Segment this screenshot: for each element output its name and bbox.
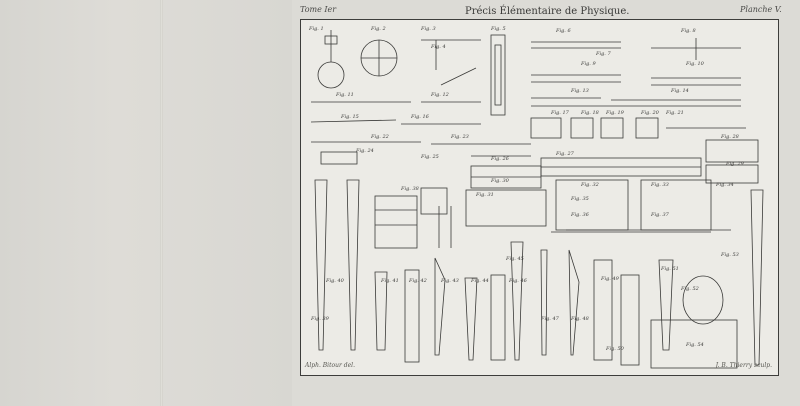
figure-label: Fig. 5 xyxy=(490,26,506,32)
figure-label: Fig. 42 xyxy=(408,278,427,284)
figure-label: Fig. 7 xyxy=(595,51,611,57)
figure-label: Fig. 33 xyxy=(650,182,669,188)
figure-label: Fig. 44 xyxy=(470,278,489,284)
plate-number: Planche V. xyxy=(740,5,782,14)
figure-label: Fig. 17 xyxy=(550,110,570,116)
drawer-credit: Alph. Bitour del. xyxy=(305,362,355,369)
figure-label: Fig. 51 xyxy=(660,266,679,272)
figure-label: Fig. 6 xyxy=(555,28,571,34)
figure-label: Fig. 11 xyxy=(335,92,354,98)
figure-label: Fig. 54 xyxy=(685,342,704,348)
figure-label: Fig. 40 xyxy=(325,278,345,284)
figure-label: Fig. 41 xyxy=(380,278,399,284)
figure-label: Fig. 15 xyxy=(340,114,359,120)
figure-label: Fig. 46 xyxy=(508,278,528,284)
figure-label: Fig. 21 xyxy=(665,110,684,116)
figure-label: Fig. 48 xyxy=(570,316,589,322)
tube-a xyxy=(314,179,328,351)
figure-label: Fig. 38 xyxy=(400,186,419,192)
figure-label: Fig. 4 xyxy=(430,44,446,50)
figure-label: Fig. 12 xyxy=(430,92,449,98)
volume-label: Tome Ier xyxy=(300,5,337,14)
page-fold xyxy=(160,0,163,406)
plate-title: Précis Élémentaire de Physique. xyxy=(465,6,630,17)
figure-label: Fig. 32 xyxy=(580,182,599,188)
figure-label: Fig. 25 xyxy=(420,154,439,160)
figure-label: Fig. 50 xyxy=(605,346,625,352)
figure-label: Fig. 49 xyxy=(600,276,620,282)
figure-label: Fig. 14 xyxy=(670,88,689,94)
figure-label: Fig. 8 xyxy=(680,28,696,34)
figure-label: Fig. 24 xyxy=(355,148,374,154)
figure-label: Fig. 20 xyxy=(640,110,660,116)
plate-drawing: Fig. 1 Fig. 2 Fig. 3 Fig. 4 Fig. 5 Fig. 6 Fig.… xyxy=(308,26,764,369)
figure-label: Fig. 31 xyxy=(475,192,494,198)
figure-label: Fig. 10 xyxy=(685,61,705,67)
figure-label: Fig. 36 xyxy=(570,212,590,218)
figure-label: Fig. 27 xyxy=(555,151,575,157)
tube-b xyxy=(346,179,360,351)
figure-label: Fig. 53 xyxy=(720,252,739,258)
figure-label: Fig. 3 xyxy=(420,26,436,32)
figure-label: Fig. 37 xyxy=(650,212,670,218)
bell-jar xyxy=(682,275,724,325)
pump-apparatus xyxy=(593,259,613,361)
figure-label: Fig. 34 xyxy=(715,182,734,188)
electroscope-globe xyxy=(317,61,345,89)
figure-label: Fig. 9 xyxy=(580,61,596,67)
instrument-box xyxy=(374,195,418,249)
figure-label: Fig. 30 xyxy=(490,178,510,184)
engraved-plate: Fig. 1 Fig. 2 Fig. 3 Fig. 4 Fig. 5 Fig. 6 Fig.… xyxy=(300,19,779,376)
figure-label: Fig. 16 xyxy=(410,114,430,120)
vessel-box xyxy=(650,319,738,369)
figure-label: Fig. 28 xyxy=(720,134,739,140)
figure-label: Fig. 18 xyxy=(580,110,599,116)
figure-label: Fig. 1 xyxy=(308,26,324,32)
figure-label: Fig. 26 xyxy=(490,156,510,162)
figure-label: Fig. 13 xyxy=(570,88,589,94)
figure-label: Fig. 29 xyxy=(725,161,745,167)
figure-label: Fig. 43 xyxy=(440,278,459,284)
figure-label: Fig. 23 xyxy=(450,134,469,140)
figure-label: Fig. 22 xyxy=(370,134,389,140)
blank-left-leaf xyxy=(0,0,292,406)
figure-label: Fig. 39 xyxy=(310,316,330,322)
figure-label: Fig. 19 xyxy=(605,110,625,116)
figure-label: Fig. 45 xyxy=(505,256,524,262)
engraver-credit: J. B. Thierry sculp. xyxy=(715,362,772,369)
figure-label: Fig. 47 xyxy=(540,316,560,322)
figure-label: Fig. 2 xyxy=(370,26,386,32)
figure-label: Fig. 35 xyxy=(570,196,589,202)
figure-label: Fig. 52 xyxy=(680,286,699,292)
column-apparatus xyxy=(490,34,506,116)
